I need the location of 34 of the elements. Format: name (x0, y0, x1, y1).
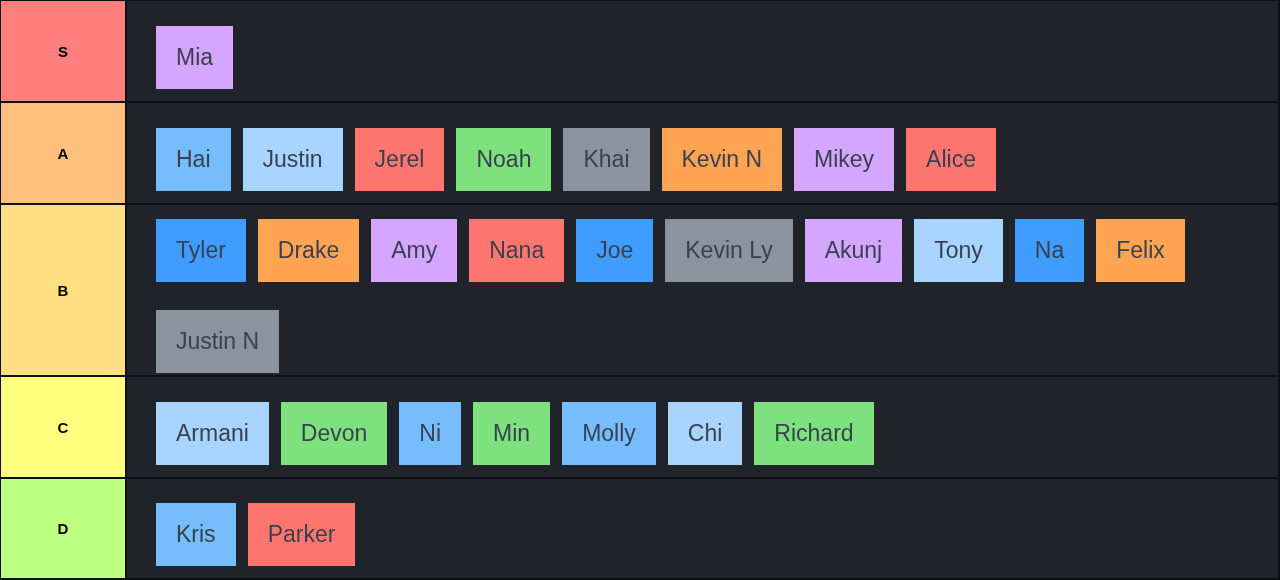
name-tag: Drake (257, 219, 360, 282)
name-tag: Molly (562, 401, 656, 465)
name-tag: Tyler (156, 219, 246, 282)
tier-label: B (1, 205, 125, 375)
name-tag: Nana (469, 219, 565, 282)
name-tag: Kevin N (661, 127, 783, 191)
name-tag: Akunj (804, 219, 903, 282)
name-tag: Khai (563, 127, 650, 191)
name-tag: Hai (156, 127, 231, 191)
name-tag: Chi (667, 401, 743, 465)
tier-label: C (1, 377, 125, 477)
name-tag: Parker (247, 503, 356, 566)
name-tag: Noah (456, 127, 552, 191)
tier-label: A (1, 103, 125, 203)
name-tag: Mikey (794, 127, 895, 191)
name-tag: Justin (242, 127, 343, 191)
name-tag: Jerel (354, 127, 445, 191)
name-tag: Felix (1096, 219, 1185, 282)
name-tag: Ni (399, 401, 462, 465)
name-tag: Devon (280, 401, 388, 465)
name-tag: Armani (156, 401, 269, 465)
tier-label: D (1, 479, 125, 578)
name-tag: Alice (906, 127, 996, 191)
name-tag: Tony (914, 219, 1003, 282)
name-tag: Joe (576, 219, 654, 282)
name-tag: Richard (754, 401, 874, 465)
name-tag: Amy (371, 219, 458, 282)
name-tag: Na (1014, 219, 1085, 282)
tier-label: S (1, 1, 125, 101)
name-tag: Kris (156, 503, 236, 566)
name-tag: Mia (156, 25, 234, 89)
name-tag: Kevin Ly (665, 219, 793, 282)
name-tag: Min (473, 401, 551, 465)
name-tag: Justin N (156, 310, 280, 373)
